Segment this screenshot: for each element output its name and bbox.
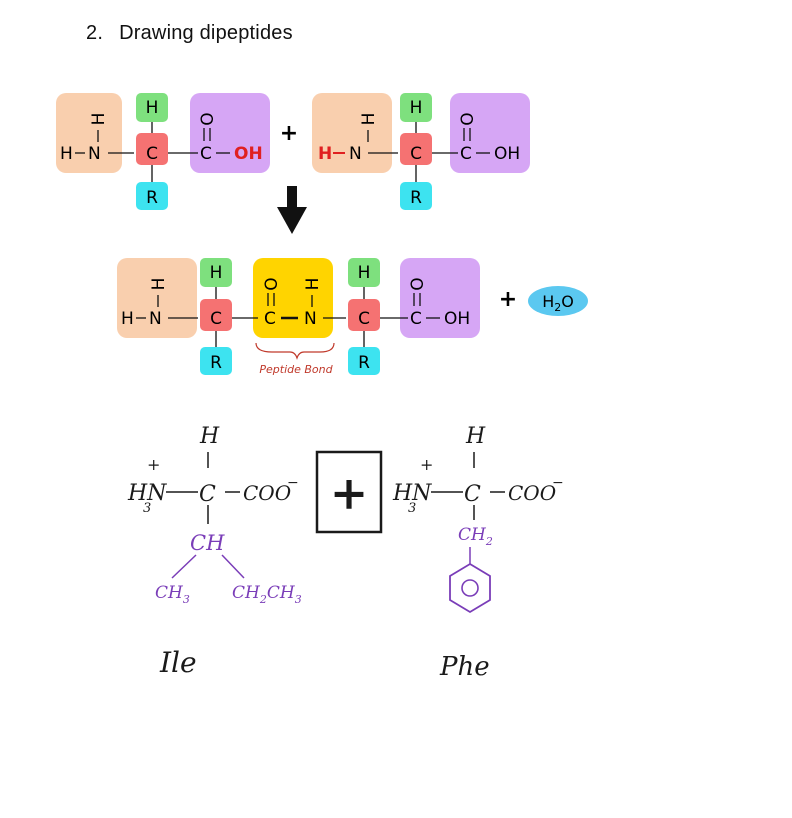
hand-name-phe: Phe — [439, 652, 490, 682]
atom-n: N — [349, 144, 362, 164]
atom-h: H — [149, 278, 169, 291]
side-chain-box — [400, 182, 432, 210]
section-heading: 2. Drawing dipeptides — [86, 22, 293, 45]
section-number: 2. — [86, 22, 104, 44]
atom-h: H — [210, 263, 223, 283]
atom-h: H — [359, 113, 379, 126]
hand-amine-sub: 3 — [408, 501, 416, 516]
dipeptide-product: H H N H C R O C H N H C R O C OH Peptide — [117, 258, 480, 376]
atom-h: H — [358, 263, 371, 283]
side-chain-box — [136, 182, 168, 210]
isoleucine-structure: H + HN 3 C COO − CH CH3 CH2CH3 Ile — [127, 424, 302, 679]
carboxyl-group-box — [450, 93, 530, 173]
amino-group-box — [56, 93, 122, 173]
alpha-h-box — [348, 258, 380, 287]
alpha-carbon-box — [348, 299, 380, 331]
hand-amine: HN — [127, 481, 167, 506]
atom-r: R — [146, 188, 158, 208]
hand-ethyl: CH2CH3 — [232, 583, 302, 606]
hand-charge-minus: − — [287, 475, 299, 491]
hand-alpha-c: C — [199, 482, 216, 507]
water-bubble — [528, 286, 588, 316]
atom-c: C — [358, 309, 370, 329]
amino-acid-1: H H N H C R O C OH — [56, 93, 270, 210]
plus-sign: + — [280, 121, 298, 146]
atom-n: N — [88, 144, 101, 164]
atom-n: N — [304, 309, 317, 329]
plus-box-sign: + — [330, 466, 369, 520]
hand-amine: HN — [392, 481, 432, 506]
hand-carboxylate: COO — [508, 481, 556, 505]
atom-c: C — [200, 144, 212, 164]
plus-sign: + — [499, 287, 517, 312]
section-title: Drawing dipeptides — [119, 22, 293, 44]
hand-charge-plus: + — [147, 455, 160, 474]
side-chain-box — [348, 347, 380, 375]
hand-atom-h: H — [199, 424, 220, 449]
atom-c: C — [410, 144, 422, 164]
hand-carboxylate: COO — [243, 481, 291, 505]
hand-charge-plus: + — [420, 455, 433, 474]
atom-h: H — [89, 113, 109, 126]
alpha-h-box — [200, 258, 232, 287]
carboxyl-group-box — [400, 258, 480, 338]
carboxyl-group-box — [190, 93, 270, 173]
atom-c: C — [264, 309, 276, 329]
atom-c: C — [146, 144, 158, 164]
peptide-bond-box — [253, 258, 333, 338]
atom-r: R — [410, 188, 422, 208]
hand-name-ile: Ile — [159, 646, 197, 679]
atom-h: H — [303, 278, 323, 291]
amino-acid-2: H H N H C R O C OH — [312, 93, 530, 210]
atom-c: C — [410, 309, 422, 329]
atom-r: R — [358, 353, 370, 373]
amine-hydrogen-highlight: H — [318, 144, 332, 164]
atom-oh: OH — [444, 309, 470, 329]
benzene-ring-icon — [449, 562, 491, 614]
alpha-h-box — [400, 93, 432, 122]
hand-charge-minus: − — [552, 475, 564, 491]
hand-atom-h: H — [465, 424, 486, 449]
peptide-bond-brace — [255, 342, 335, 360]
alpha-carbon-box — [200, 299, 232, 331]
atom-h: H — [121, 309, 134, 329]
atom-h: H — [146, 98, 159, 118]
atom-o: O — [458, 112, 478, 125]
atom-o: O — [408, 277, 428, 290]
alpha-carbon-box — [400, 133, 432, 165]
side-chain-box — [200, 347, 232, 375]
hand-amine-sub: 3 — [143, 501, 151, 516]
atom-r: R — [210, 353, 222, 373]
phenylalanine-structure: H + HN 3 C COO − CH2 Phe — [392, 424, 564, 682]
atom-o: O — [198, 112, 218, 125]
atom-h: H — [410, 98, 423, 118]
alpha-h-box — [136, 93, 168, 122]
hand-alpha-c: C — [464, 482, 481, 507]
atom-oh: OH — [494, 144, 520, 164]
atom-c: C — [460, 144, 472, 164]
atom-o: O — [262, 277, 282, 290]
water-formula: H2O — [542, 292, 574, 314]
alpha-carbon-box — [136, 133, 168, 165]
atom-n: N — [149, 309, 162, 329]
plus-box: + — [315, 450, 383, 534]
reaction-arrow-icon — [277, 186, 307, 234]
hand-methyl: CH3 — [155, 583, 190, 606]
hand-methylene: CH2 — [458, 525, 493, 548]
hand-side-ch: CH — [190, 531, 225, 555]
hydroxyl-highlight: OH — [234, 144, 263, 164]
peptide-bond-label: Peptide Bond — [259, 363, 333, 376]
atom-c: C — [210, 309, 222, 329]
atom-h: H — [60, 144, 73, 164]
